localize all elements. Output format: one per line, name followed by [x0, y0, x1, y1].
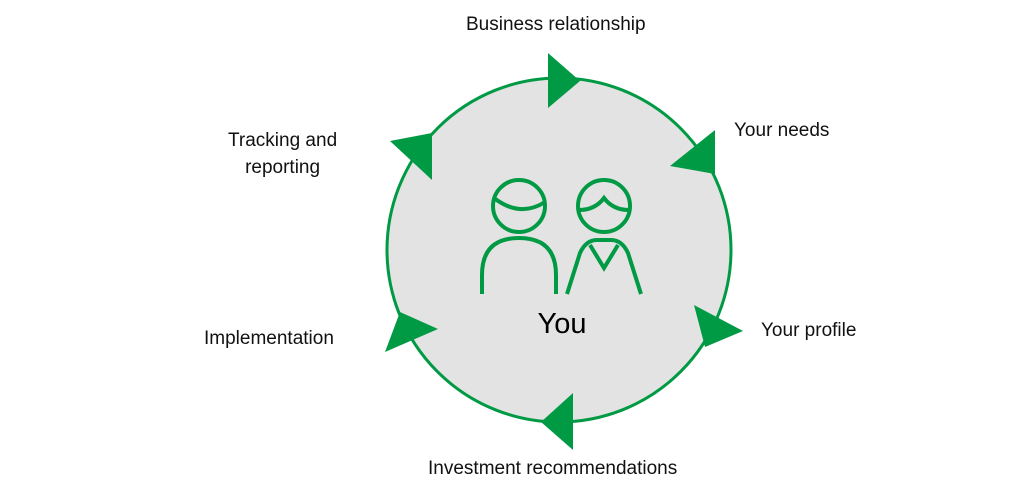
arrow-business-relationship — [548, 53, 580, 108]
step-tracking-line2: reporting — [245, 157, 321, 178]
center-label: You — [537, 308, 587, 340]
step-your-profile: Your profile — [761, 320, 857, 341]
two-people-icon — [480, 178, 643, 295]
step-implementation: Implementation — [204, 328, 334, 349]
step-tracking-reporting: Tracking and reporting — [228, 127, 337, 181]
arrow-your-profile — [694, 305, 743, 347]
step-your-needs: Your needs — [734, 120, 830, 141]
arrow-your-needs — [670, 130, 715, 174]
arrow-investment-recommendations — [541, 393, 573, 450]
step-investment-recommendations: Investment recommendations — [428, 458, 678, 479]
arrow-tracking-reporting — [390, 133, 432, 180]
step-tracking-line1: Tracking and — [228, 130, 338, 151]
step-business-relationship: Business relationship — [466, 14, 646, 35]
cycle-circle — [385, 76, 733, 424]
arrow-implementation — [385, 312, 438, 352]
